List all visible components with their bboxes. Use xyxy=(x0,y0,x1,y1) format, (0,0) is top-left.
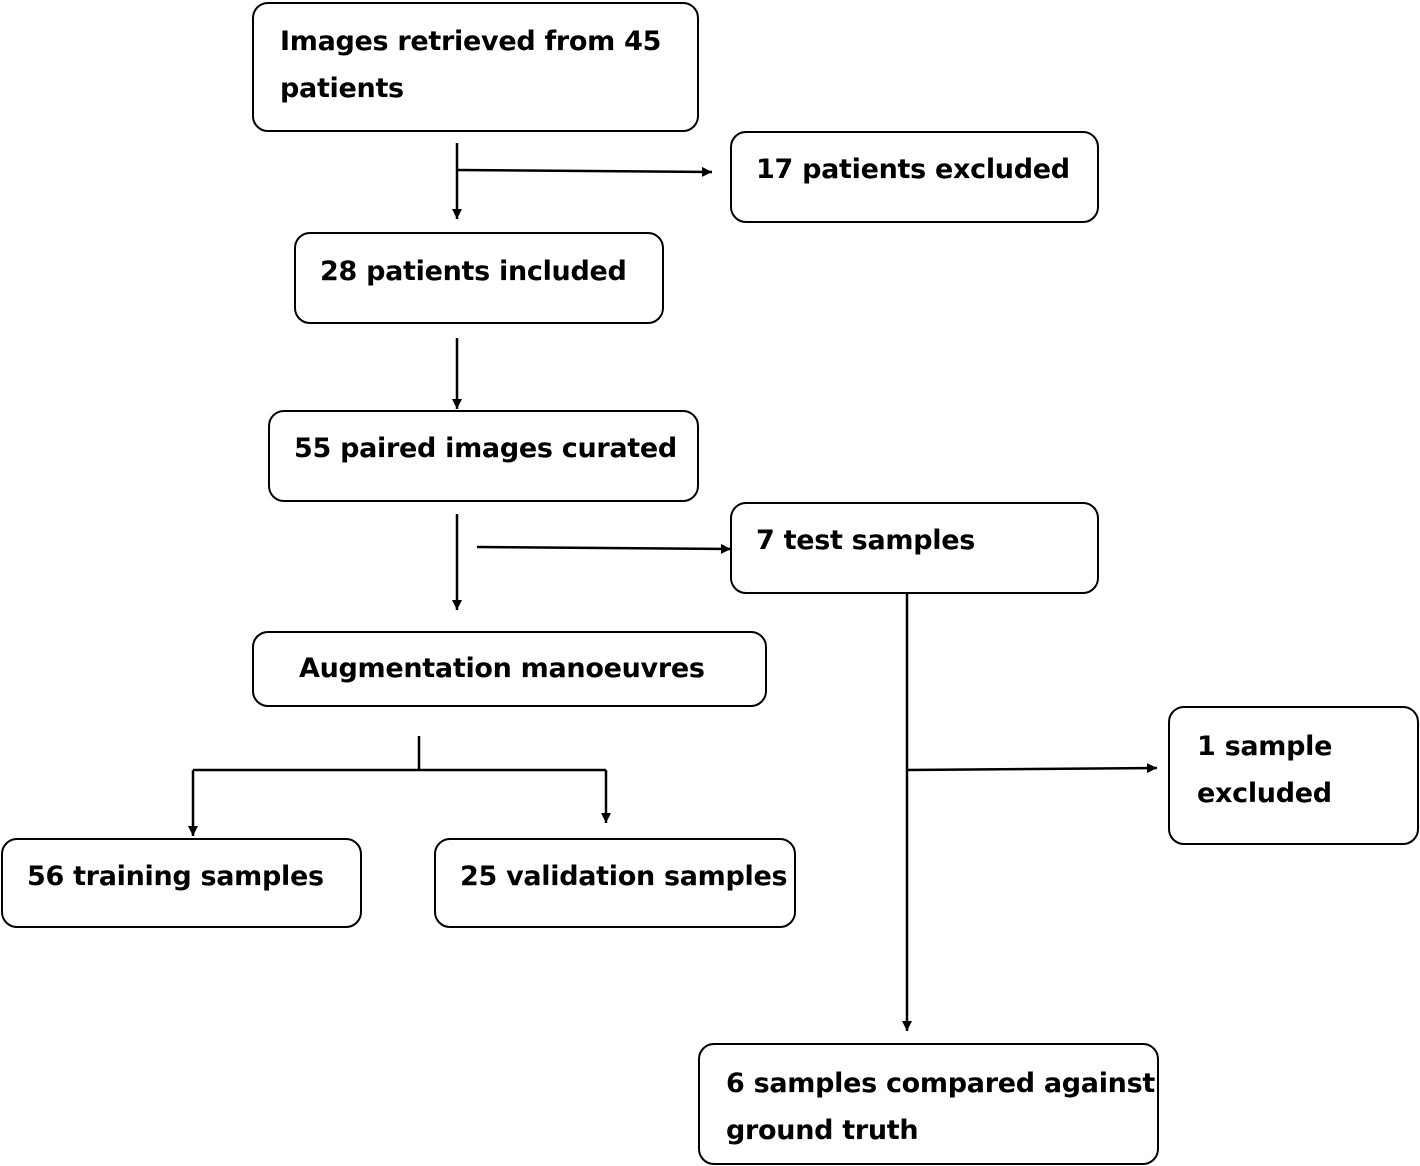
node-test-samples: 7 test samples xyxy=(730,502,1099,594)
node-patients-included: 28 patients included xyxy=(294,232,664,324)
arrow-to-test-samples xyxy=(476,543,732,554)
node-training-samples-label: 56 training samples xyxy=(27,861,324,892)
arrow-to-sample-excluded xyxy=(906,763,1158,774)
node-patients-included-label: 28 patients included xyxy=(320,256,627,287)
node-samples-compared: 6 samples compared against ground truth xyxy=(698,1043,1159,1165)
node-sample-excluded: 1 sample excluded xyxy=(1168,706,1419,845)
node-patients-excluded-label: 17 patients excluded xyxy=(756,154,1070,185)
node-paired-images-curated-label: 55 paired images curated xyxy=(294,433,677,464)
node-test-samples-label: 7 test samples xyxy=(756,525,975,556)
node-images-retrieved: Images retrieved from 45 patients xyxy=(252,2,699,132)
node-samples-compared-label: 6 samples compared against ground truth xyxy=(726,1068,1155,1146)
node-augmentation-manoeuvres-label: Augmentation manoeuvres xyxy=(299,653,705,684)
node-images-retrieved-label: Images retrieved from 45 patients xyxy=(280,26,662,104)
node-validation-samples-label: 25 validation samples xyxy=(460,861,788,892)
node-patients-excluded: 17 patients excluded xyxy=(730,131,1099,223)
arrow-to-patients-excluded xyxy=(456,166,713,177)
node-training-samples: 56 training samples xyxy=(1,838,362,928)
node-paired-images-curated: 55 paired images curated xyxy=(268,410,699,502)
node-augmentation-manoeuvres: Augmentation manoeuvres xyxy=(252,631,767,707)
node-sample-excluded-label: 1 sample excluded xyxy=(1197,731,1333,809)
node-validation-samples: 25 validation samples xyxy=(434,838,796,928)
